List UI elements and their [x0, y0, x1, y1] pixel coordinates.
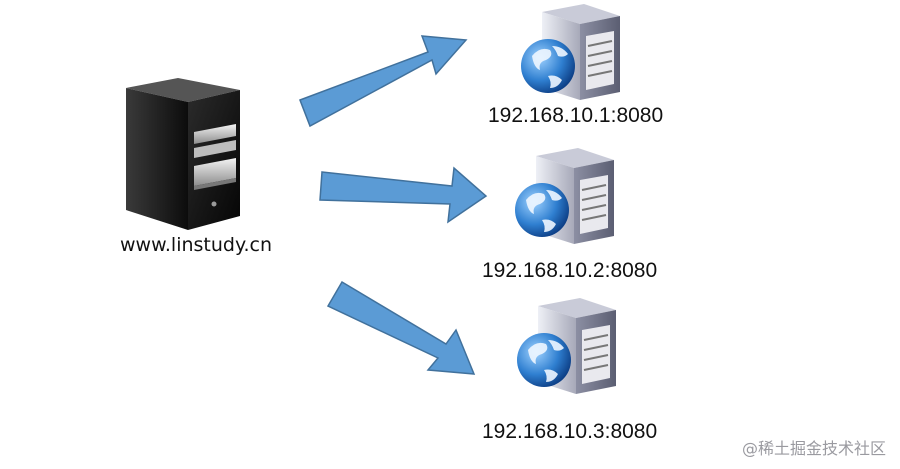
arrow-to-server-2: [319, 166, 488, 224]
arrow-to-server-3: [326, 280, 476, 375]
server-3-label: 192.168.10.3:8080: [482, 420, 658, 443]
server-1-label: 192.168.10.1:8080: [488, 104, 664, 127]
client-computer-icon: [126, 78, 240, 230]
server-3-icon: [517, 298, 616, 394]
watermark: @稀土掘金技术社区: [741, 439, 886, 458]
client-label: www.linstudy.cn: [120, 234, 273, 256]
server-1-icon: [521, 4, 620, 100]
server-2-label: 192.168.10.2:8080: [482, 259, 658, 282]
arrow-to-server-1: [299, 35, 468, 128]
server-2-icon: [515, 148, 614, 244]
